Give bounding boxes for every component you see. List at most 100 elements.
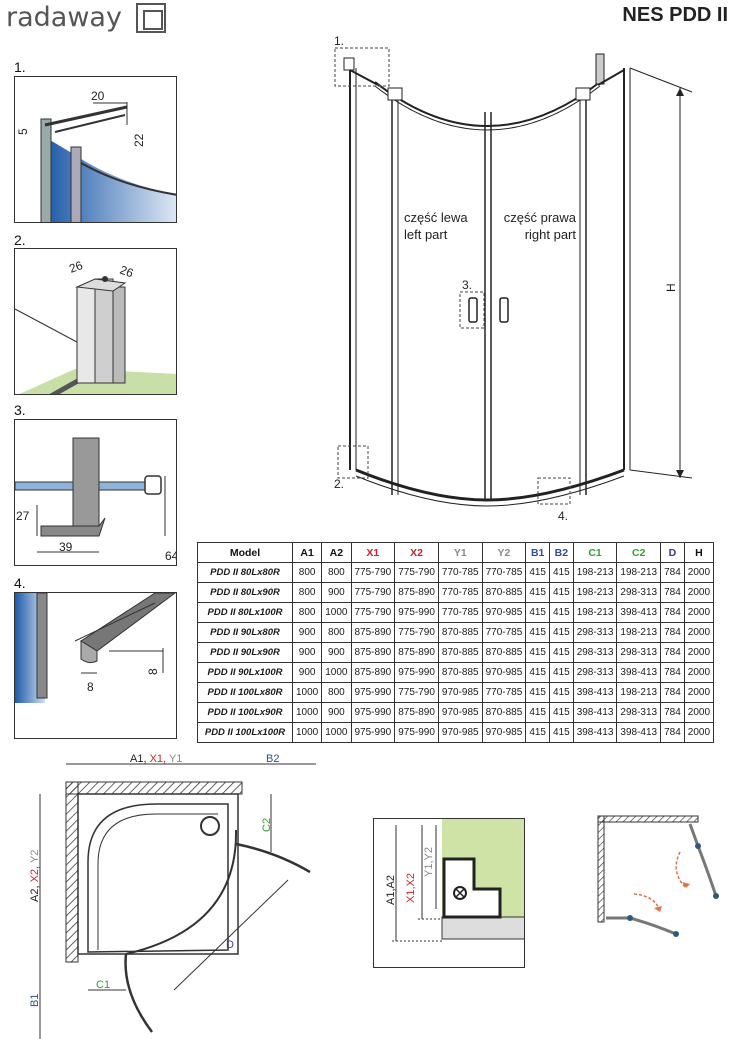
table-cell: 415 <box>549 622 574 643</box>
table-cell: 770-785 <box>437 582 483 603</box>
table-cell: 2000 <box>683 602 715 623</box>
table-cell: 775-790 <box>394 562 439 583</box>
th-b2: B2 <box>549 542 574 563</box>
table-cell: 770-785 <box>481 622 527 643</box>
table-cell: 800 <box>291 562 323 583</box>
table-cell: 415 <box>549 682 574 703</box>
section-a-label: A1,A2 <box>385 875 397 905</box>
model-cell: PDD II 90Lx90R <box>197 642 293 663</box>
table-cell: 870-885 <box>481 702 527 723</box>
plan-c2-label: C2 <box>261 818 273 832</box>
section-y-label: Y1,Y2 <box>423 847 435 877</box>
table-cell: 784 <box>660 722 685 743</box>
detail-2-dim-a: 26 <box>67 258 85 276</box>
table-cell: 875-890 <box>350 622 396 643</box>
plan-left-dim-label: A2, X2, Y2 <box>29 850 41 902</box>
table-cell: 2000 <box>683 562 715 583</box>
table-cell: 415 <box>525 602 550 623</box>
section-x-label: X1,X2 <box>405 873 417 903</box>
table-cell: 870-885 <box>437 662 483 683</box>
table-cell: 298-313 <box>572 622 618 643</box>
table-cell: 800 <box>321 562 352 583</box>
table-cell: 975-990 <box>350 702 396 723</box>
detail-4-drawing: 8 8 <box>15 593 176 703</box>
detail-4-dim-width: 8 <box>87 680 94 694</box>
table-cell: 970-985 <box>437 702 483 723</box>
left-part-label-en: left part <box>404 227 448 242</box>
plan-b2-label: B2 <box>266 753 279 765</box>
table-cell: 1000 <box>291 722 323 743</box>
table-cell: 800 <box>321 682 352 703</box>
detail-1-dim-depth: 22 <box>132 133 146 147</box>
table-cell: 775-790 <box>394 622 439 643</box>
table-cell: 875-890 <box>394 702 439 723</box>
detail-3-drawing: 27 39 64 <box>15 437 176 563</box>
table-cell: 415 <box>525 622 550 643</box>
page-title: NES PDD II <box>622 4 728 26</box>
table-cell: 398-413 <box>572 702 618 723</box>
table-cell: 415 <box>549 582 574 603</box>
table-cell: 775-790 <box>350 602 396 623</box>
detail-4-number: 4. <box>14 575 26 591</box>
model-cell: PDD II 100Lx80R <box>197 682 293 703</box>
table-cell: 870-885 <box>481 582 527 603</box>
detail-1-panel: 20 5 22 <box>14 76 177 223</box>
table-cell: 398-413 <box>572 722 618 743</box>
table-cell: 298-313 <box>616 582 662 603</box>
left-part-label-pl: część lewa <box>404 210 468 225</box>
table-cell: 415 <box>525 702 550 723</box>
table-cell: 775-790 <box>394 682 439 703</box>
table-cell: 198-213 <box>572 562 618 583</box>
th-y2: Y2 <box>481 542 527 563</box>
table-cell: 1000 <box>291 682 323 703</box>
table-cell: 415 <box>525 722 550 743</box>
model-cell: PDD II 80Lx90R <box>197 582 293 603</box>
table-cell: 398-413 <box>572 682 618 703</box>
detail-2-dim-b: 26 <box>118 263 136 281</box>
model-cell: PDD II 80Lx80R <box>197 562 293 583</box>
model-cell: PDD II 90Lx100R <box>197 662 293 683</box>
table-cell: 770-785 <box>481 562 527 583</box>
table-cell: 784 <box>660 582 685 603</box>
th-y1: Y1 <box>437 542 483 563</box>
table-cell: 298-313 <box>572 642 618 663</box>
specification-table: Model A1 A2 X1 X2 Y1 Y2 B1 B2 C1 C2 D H … <box>197 542 715 743</box>
table-cell: 870-885 <box>437 622 483 643</box>
detail-1-drawing: 20 5 22 <box>16 89 176 222</box>
table-cell: 784 <box>660 562 685 583</box>
table-cell: 198-213 <box>616 682 662 703</box>
table-cell: 415 <box>549 702 574 723</box>
table-cell: 415 <box>549 662 574 683</box>
front-callout-4: 4. <box>558 509 568 523</box>
table-cell: 198-213 <box>616 622 662 643</box>
table-cell: 975-990 <box>394 722 439 743</box>
table-cell: 975-990 <box>350 682 396 703</box>
detail-2-panel: 26 26 <box>14 248 177 395</box>
th-b1: B1 <box>525 542 550 563</box>
table-cell: 1000 <box>321 602 352 623</box>
right-part-label-en: right part <box>525 227 577 242</box>
detail-2-number: 2. <box>14 232 26 248</box>
plan-c1-label: C1 <box>96 979 110 991</box>
table-cell: 415 <box>549 562 574 583</box>
table-cell: 900 <box>321 702 352 723</box>
table-cell: 900 <box>291 622 323 643</box>
detail-4-dim-height: 8 <box>146 668 160 675</box>
detail-1-dim-thickness: 5 <box>16 128 30 135</box>
table-cell: 198-213 <box>616 562 662 583</box>
table-cell: 784 <box>660 622 685 643</box>
table-cell: 900 <box>291 662 323 683</box>
table-cell: 298-313 <box>616 702 662 723</box>
plan-b1-label: B1 <box>29 994 41 1007</box>
table-cell: 415 <box>525 662 550 683</box>
table-cell: 770-785 <box>437 562 483 583</box>
section-view-drawing: A1,A2 X1,X2 Y1,Y2 <box>385 819 524 942</box>
table-cell: 398-413 <box>616 602 662 623</box>
th-c2: C2 <box>616 542 662 563</box>
